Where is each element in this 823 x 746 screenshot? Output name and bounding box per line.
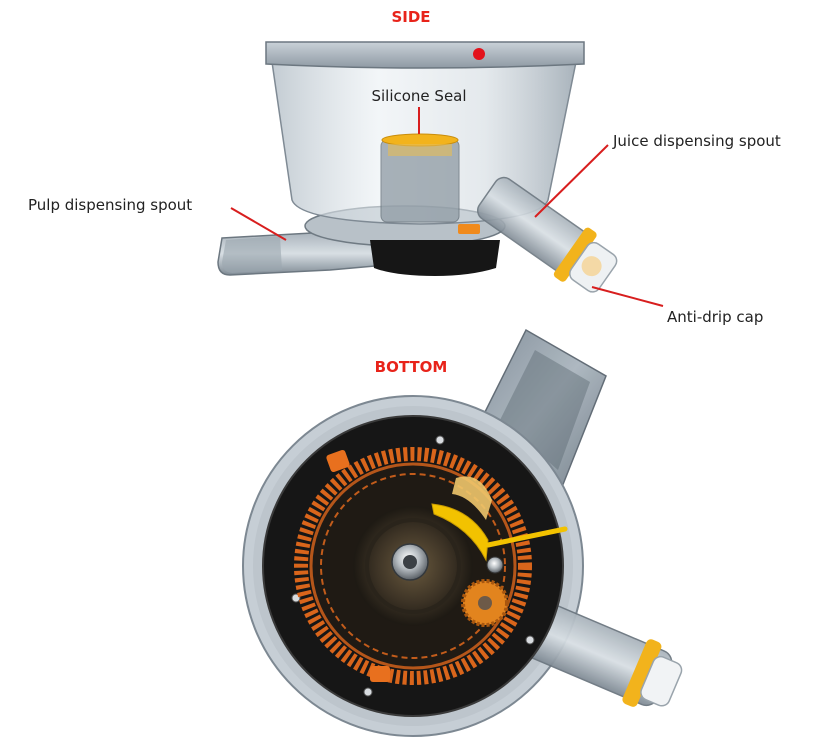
red-marker-dot — [473, 48, 485, 60]
juice-spout-assembly — [476, 176, 618, 293]
bowl-rim — [265, 41, 585, 69]
screw-top — [435, 435, 445, 445]
orange-clip-top — [326, 449, 350, 473]
anti-drip-cap-ring — [553, 227, 597, 282]
anti-drip-cap-label: Anti-drip cap — [667, 308, 763, 326]
juice-spout-label: Juice dispensing spout — [612, 132, 781, 150]
bottom-view-title: BOTTOM — [375, 358, 448, 376]
callout-anti-drip-cap: Anti-drip cap — [591, 286, 763, 326]
juice-spout-leader — [534, 144, 609, 218]
anti-drip-cap-leader — [591, 286, 664, 307]
yellow-lever-arm — [431, 503, 489, 562]
juicer-bowl-side-view — [217, 41, 618, 293]
callout-silicone-seal: Silicone Seal — [371, 87, 467, 134]
screw-bottom — [363, 687, 373, 697]
orange-gear-ring — [294, 447, 532, 685]
pulp-spout-label: Pulp dispensing spout — [28, 196, 192, 214]
side-view-title: SIDE — [391, 8, 430, 26]
pulp-spout-leader — [230, 207, 287, 241]
bottom-anti-drip-cap — [640, 655, 683, 707]
silicone-seal-label: Silicone Seal — [371, 87, 466, 105]
callout-pulp-spout: Pulp dispensing spout — [28, 196, 287, 241]
bottom-juice-spout — [517, 600, 683, 707]
bottom-anti-drip-ring — [622, 639, 662, 707]
callout-juice-spout: Juice dispensing spout — [534, 132, 781, 218]
screw-right — [525, 635, 535, 645]
orange-clip-bottom — [370, 666, 390, 682]
gear-bolt — [486, 556, 504, 574]
juicer-bowl-bottom-view — [242, 328, 683, 737]
black-base-housing — [370, 240, 500, 276]
yellow-lever-rod — [485, 526, 568, 548]
